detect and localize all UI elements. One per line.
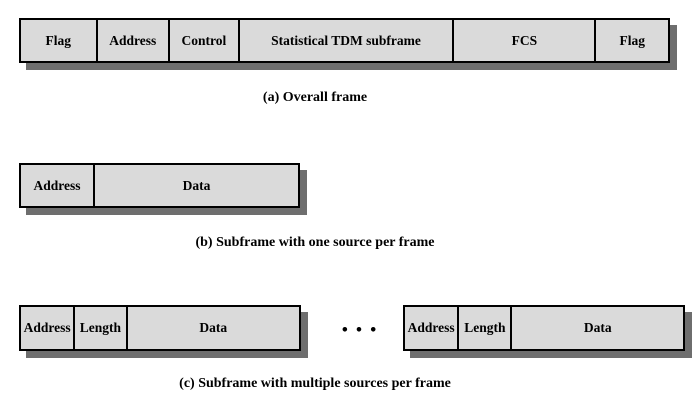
field-length: Length: [73, 307, 125, 349]
caption-one-source-subframe: (b) Subframe with one source per frame: [195, 235, 435, 250]
field-address: Address: [407, 320, 455, 335]
caption-multi-source-subframe: (c) Subframe with multiple sources per f…: [179, 376, 451, 391]
field-address: Address: [33, 177, 81, 193]
one-source-subframe-box: Address Data: [19, 163, 300, 208]
field-flag: Flag: [45, 32, 72, 48]
field-data: Data: [125, 307, 300, 349]
field-address: Address: [95, 20, 169, 61]
field-fcs: FCS: [452, 20, 594, 61]
field-data: Data: [92, 165, 298, 206]
field-statistical-tdm-subframe: Statistical TDM subframe: [237, 20, 453, 61]
field-address: Address: [23, 320, 71, 335]
caption-overall-frame: (a) Overall frame: [262, 90, 368, 105]
field-flag: Flag: [594, 20, 668, 61]
field-length: Length: [457, 307, 510, 349]
field-data: Data: [510, 307, 683, 349]
continuation-dots: • • •: [341, 320, 379, 339]
field-control: Control: [168, 20, 238, 61]
